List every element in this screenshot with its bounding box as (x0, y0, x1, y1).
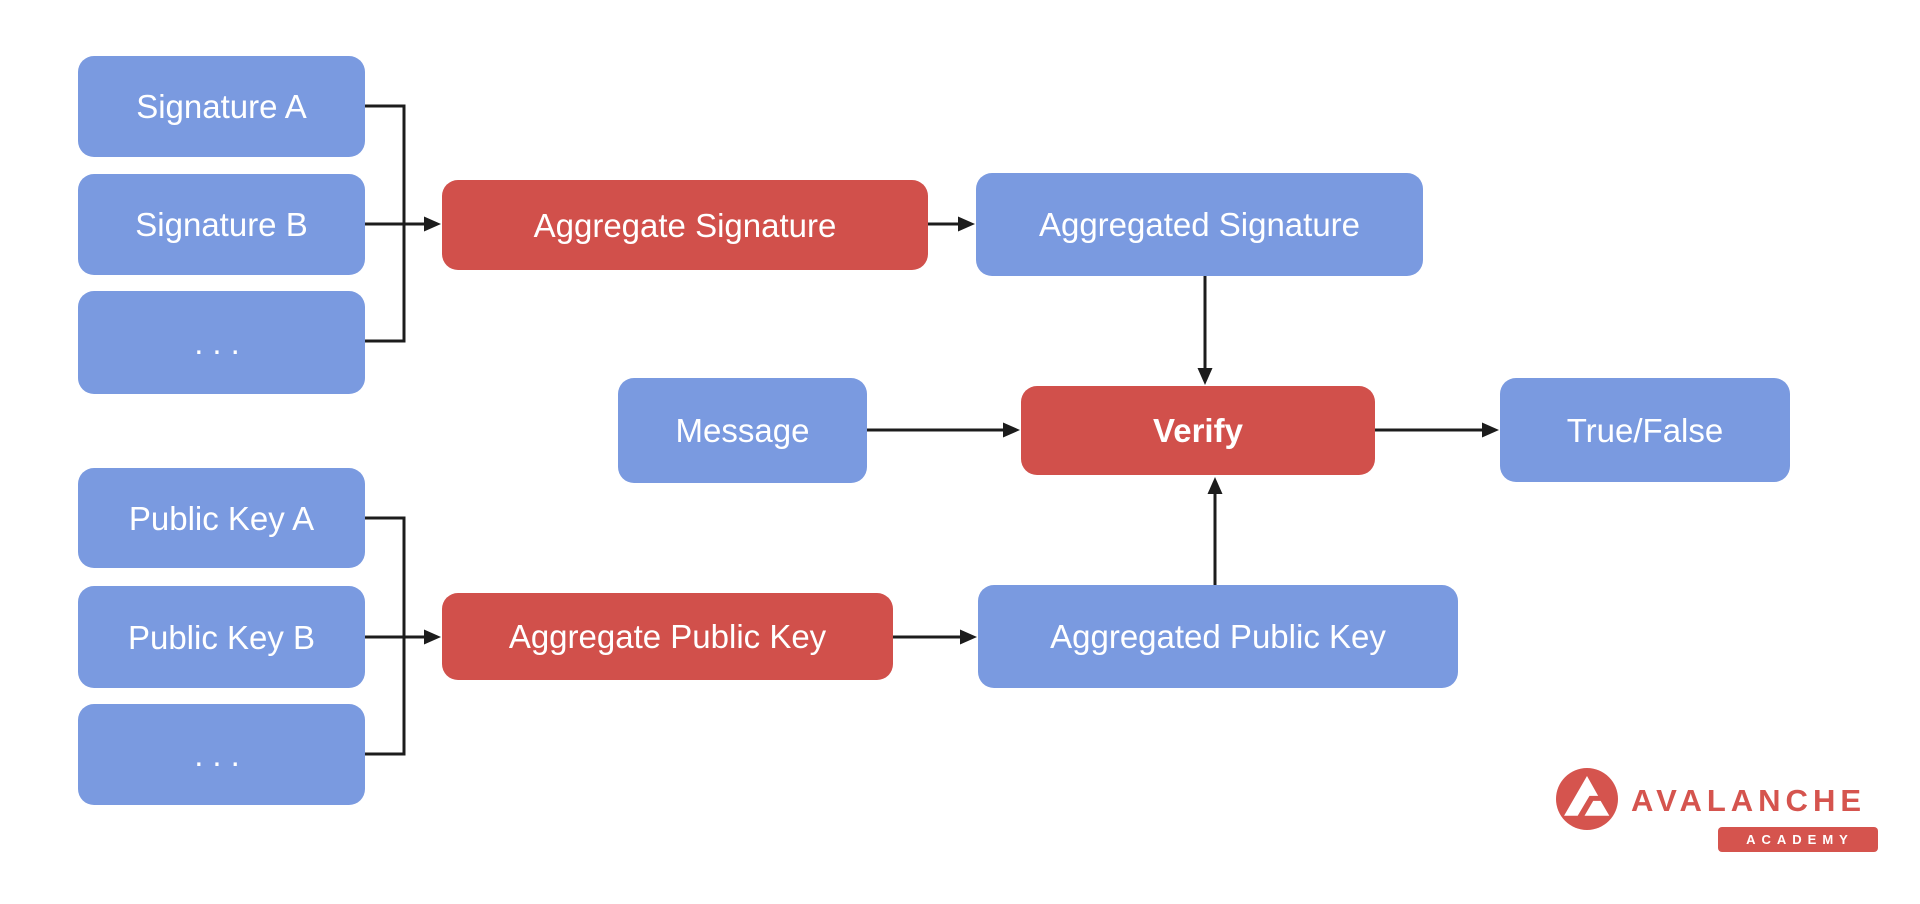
connector-aggregated-public-key-to-verify (1207, 477, 1223, 585)
connector-verify-to-true-false (1375, 422, 1499, 438)
node-verify: Verify (1021, 386, 1375, 475)
academy-badge: ACADEMY (1718, 827, 1878, 852)
node-message: Message (618, 378, 867, 483)
avalanche-logo-icon (1556, 768, 1618, 830)
connector-aggregated-signature-to-verify (1197, 276, 1213, 385)
node-public-key-a: Public Key A (78, 468, 365, 568)
node-aggregate-public-key: Aggregate Public Key (442, 593, 893, 680)
connector-aggregate-public-key-to-aggregated-public-key (893, 629, 977, 645)
arrowhead-into-aggregate-signature (424, 216, 441, 232)
node-signature-a: Signature A (78, 56, 365, 157)
connector-aggregate-signature-to-aggregated-signature (928, 216, 975, 232)
node-signature-b: Signature B (78, 174, 365, 275)
node-aggregate-signature: Aggregate Signature (442, 180, 928, 270)
avalanche-wordmark: AVALANCHE (1631, 783, 1867, 818)
connector-public-keys-to-aggregate-public-key (365, 516, 441, 756)
node-true-false: True/False (1500, 378, 1790, 482)
node-public-keys-more: ... (78, 704, 365, 805)
avalanche-triangle-mark (1564, 776, 1610, 816)
node-public-key-b: Public Key B (78, 586, 365, 688)
arrowhead-into-aggregate-public-key (424, 629, 441, 645)
node-aggregated-signature: Aggregated Signature (976, 173, 1423, 276)
connector-message-to-verify (867, 422, 1020, 438)
connector-signatures-to-aggregate-signature (365, 104, 441, 343)
node-aggregated-public-key: Aggregated Public Key (978, 585, 1458, 688)
node-signatures-more: ... (78, 291, 365, 394)
